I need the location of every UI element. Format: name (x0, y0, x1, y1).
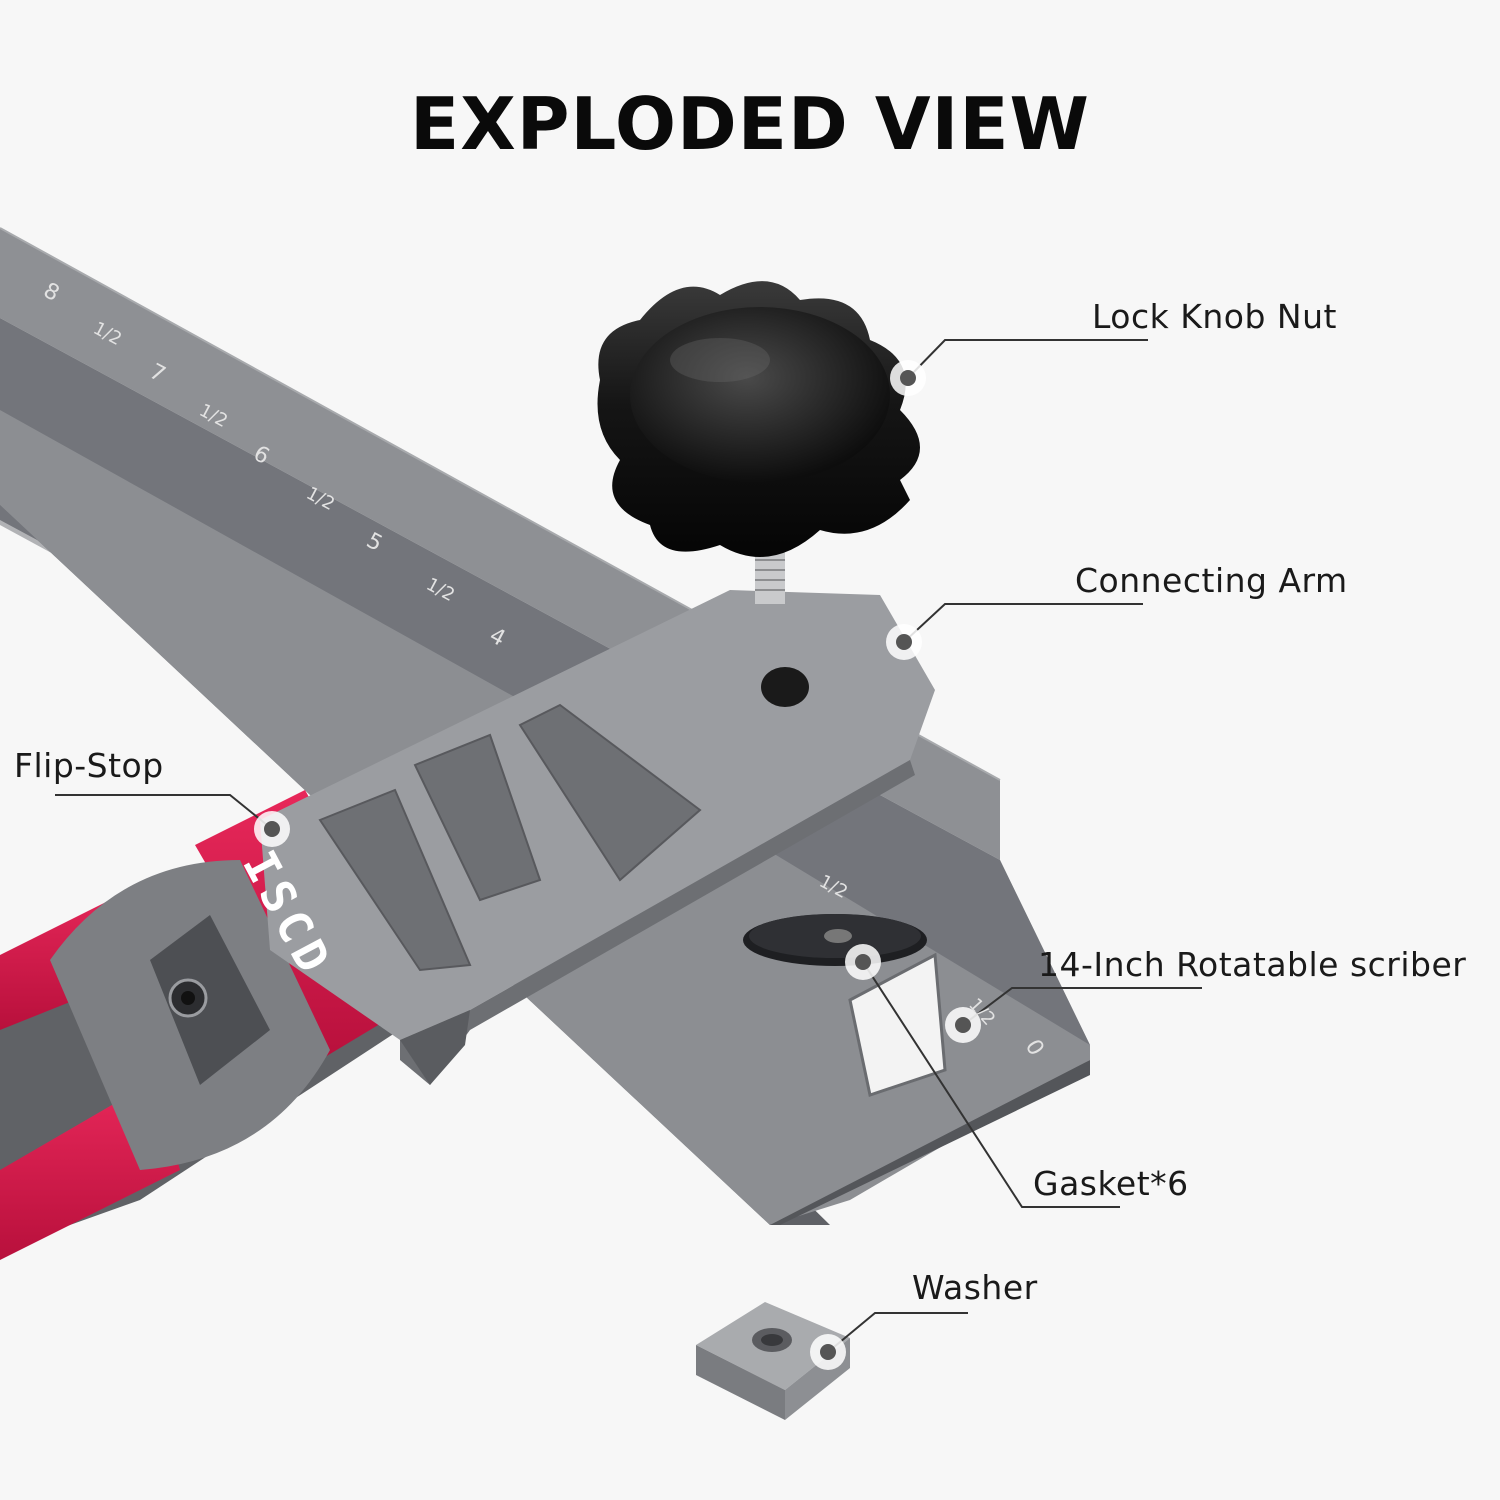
callout-markers (254, 360, 981, 1370)
callout-rotatable-scriber: 14-Inch Rotatable scriber (1038, 945, 1467, 984)
page-title: EXPLODED VIEW (410, 82, 1090, 166)
callout-gasket: Gasket*6 (1033, 1164, 1189, 1203)
gasket-part (743, 914, 927, 966)
lock-knob (597, 281, 920, 557)
callout-washer: Washer (912, 1268, 1038, 1307)
callout-flip-stop: Flip-Stop (14, 746, 164, 785)
connecting-arm-plate (260, 552, 935, 1085)
callout-lock-knob-nut: Lock Knob Nut (1092, 297, 1337, 336)
callout-connecting-arm: Connecting Arm (1075, 561, 1348, 600)
leader-lines (55, 339, 1202, 1353)
